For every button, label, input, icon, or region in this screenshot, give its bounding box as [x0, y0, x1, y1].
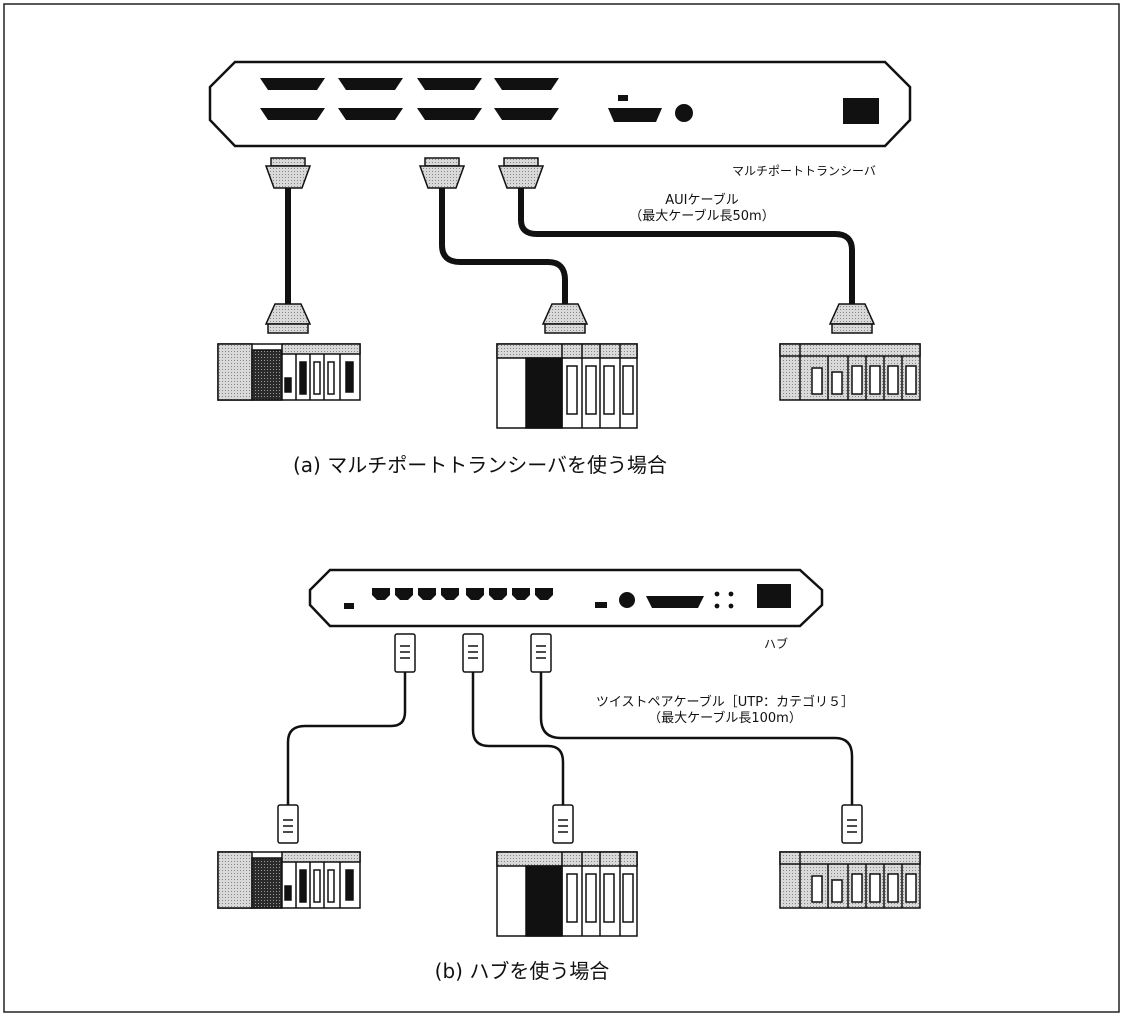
rj45-port-group: [372, 588, 553, 600]
hub: ハブ: [308, 568, 824, 651]
hub-label: ハブ: [764, 636, 788, 651]
caption-a: (a) マルチポートトランシーバを使う場合: [293, 453, 667, 477]
utp-cable-length-label: （最大ケーブル長100m）: [648, 710, 802, 726]
aui-cables: [285, 186, 855, 304]
aui-connector-icon: [264, 157, 545, 189]
plc-unit-right-b: [779, 851, 921, 909]
plc-unit-right: [779, 343, 921, 401]
plc-unit-left-b: [217, 851, 361, 909]
caption-b: (b) ハブを使う場合: [435, 959, 610, 983]
hub-icon: [308, 568, 824, 628]
multiport-transceiver: マルチポートトランシーバ: [208, 60, 912, 178]
plc-unit-center: [496, 343, 638, 429]
rj45-plug-icon: [394, 633, 552, 673]
multiport-transceiver-label: マルチポートトランシーバ: [732, 164, 876, 178]
aui-cable-label: AUIケーブル: [665, 192, 738, 208]
aui-connector-icon: [264, 303, 876, 334]
plc-unit-left: [217, 343, 361, 401]
plc-unit-center-b: [496, 851, 638, 937]
multiport-transceiver-icon: [208, 60, 912, 148]
aui-cable-length-label: （最大ケーブル長50m）: [629, 208, 774, 224]
aui-port-group: [260, 78, 559, 120]
rj45-plug-icon: [277, 804, 863, 844]
figure-border: [3, 3, 1120, 1013]
utp-cable-label: ツイストペアケーブル［UTP：カテゴリ５］: [596, 694, 854, 710]
utp-cables: [286, 672, 854, 805]
